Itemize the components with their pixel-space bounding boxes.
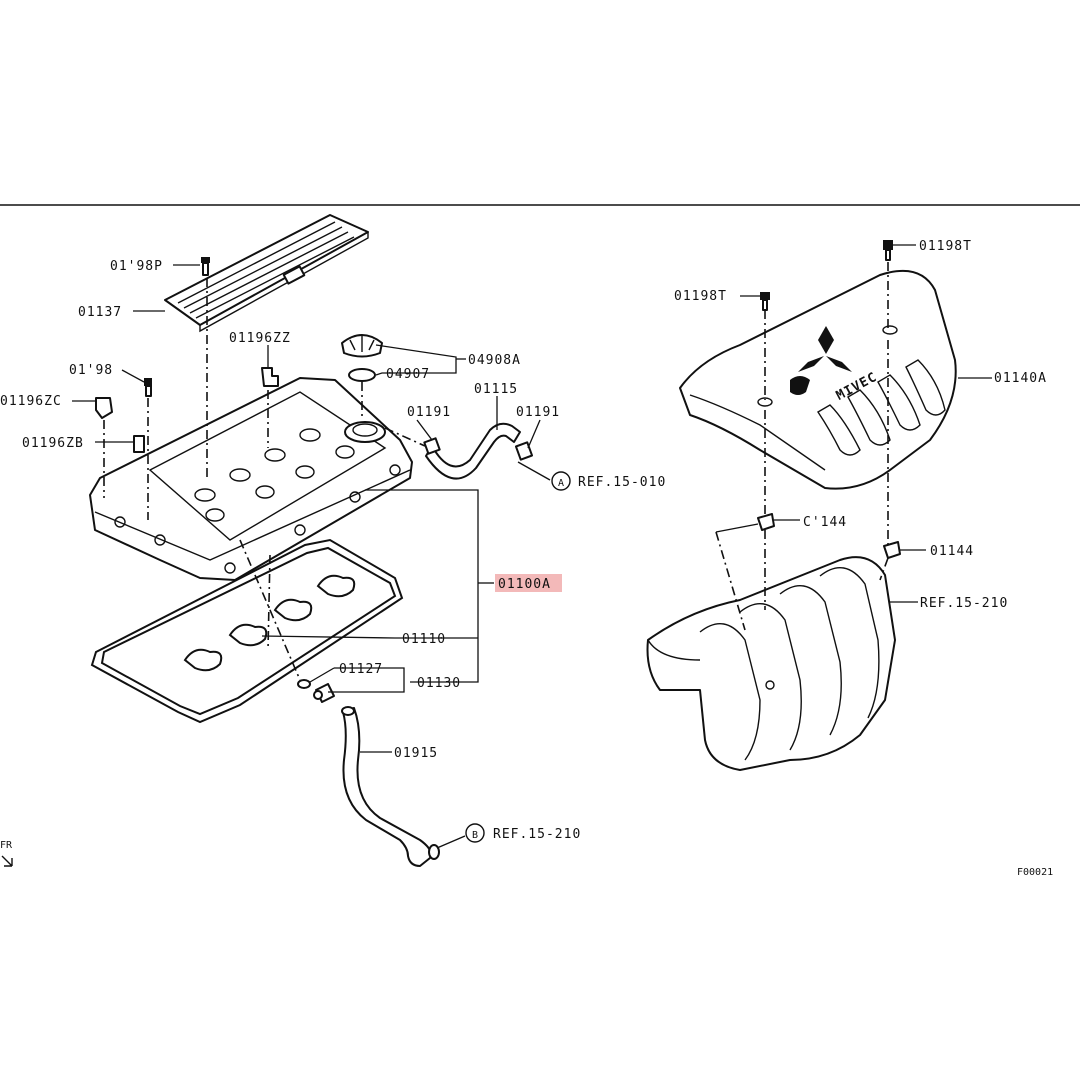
label-01198t-right: 01198T xyxy=(919,239,972,254)
manufacturer-emblem xyxy=(798,326,852,372)
svg-text:A: A xyxy=(558,478,564,489)
clip-01144-left[interactable] xyxy=(757,513,775,531)
label-ref-15-010: REF.15-010 xyxy=(578,475,666,490)
label-01100a[interactable]: 01100A xyxy=(498,577,551,592)
label-01140a: 01140A xyxy=(994,371,1047,386)
breather-hose-01115[interactable] xyxy=(423,422,534,480)
bolt-01198t-right[interactable] xyxy=(883,240,893,261)
label-01198p: 01'98P xyxy=(110,259,163,274)
rocker-cover-gasket-01110[interactable] xyxy=(90,538,404,724)
label-01191-left: 01191 xyxy=(407,405,451,420)
bolt-01198t-left[interactable] xyxy=(760,292,770,311)
grommet-01196zb[interactable] xyxy=(133,435,145,453)
clip-01144-right[interactable] xyxy=(883,541,901,559)
grommet-01196zc[interactable] xyxy=(95,397,113,419)
figure-code: F00021 xyxy=(1017,867,1053,878)
label-01196zb: 01196ZB xyxy=(22,436,84,451)
label-01110: 01110 xyxy=(402,632,446,647)
rocker-cover-01100a[interactable] xyxy=(89,377,413,581)
highlight-01100a xyxy=(495,574,562,592)
label-01144-left: C'144 xyxy=(803,515,847,530)
label-01196zc: 01196ZC xyxy=(0,394,62,409)
pcv-valve-01130[interactable] xyxy=(313,683,335,703)
ref-marker-a: A xyxy=(551,471,571,491)
alignment-lines-left xyxy=(103,278,426,681)
label-01198t-left: 01198T xyxy=(674,289,727,304)
pcv-hose-01915[interactable] xyxy=(341,706,440,867)
clamp-01191-left[interactable] xyxy=(423,437,441,455)
label-01191-right: 01191 xyxy=(516,405,560,420)
engine-cover-01140a[interactable]: MIVEC xyxy=(679,269,957,490)
leader-lines-right xyxy=(715,244,992,603)
label-01144-right: 01144 xyxy=(930,544,974,559)
label-01115: 01115 xyxy=(474,382,518,397)
intake-manifold-ref-15-210[interactable] xyxy=(646,556,896,771)
ref-marker-b: B xyxy=(465,823,485,843)
gasket-01127[interactable] xyxy=(297,679,311,689)
label-04908a: 04908A xyxy=(468,353,521,368)
label-01196zz: 01196ZZ xyxy=(229,331,291,346)
alignment-lines-right xyxy=(715,262,889,631)
label-04907: 04907 xyxy=(386,367,430,382)
bolt-01198[interactable] xyxy=(144,378,152,397)
grommet-01196zz[interactable] xyxy=(261,367,279,387)
label-ref-15-210-right: REF.15-210 xyxy=(920,596,1008,611)
label-ref-15-210-lower: REF.15-210 xyxy=(493,827,581,842)
engine-top-cover-01137[interactable] xyxy=(164,214,369,333)
label-01915: 01915 xyxy=(394,746,438,761)
label-01130: 01130 xyxy=(417,676,461,691)
front-direction-indicator: FR xyxy=(0,840,13,867)
label-01137: 01137 xyxy=(78,305,122,320)
svg-text:FR: FR xyxy=(0,840,13,851)
oil-filler-cap-04908a[interactable] xyxy=(341,334,383,358)
label-01127: 01127 xyxy=(339,662,383,677)
leader-lines-left xyxy=(72,264,551,849)
svg-text:B: B xyxy=(472,830,478,841)
o-ring-04907[interactable] xyxy=(348,368,376,382)
bolt-01198p[interactable] xyxy=(201,257,210,276)
label-01198: 01'98 xyxy=(69,363,113,378)
